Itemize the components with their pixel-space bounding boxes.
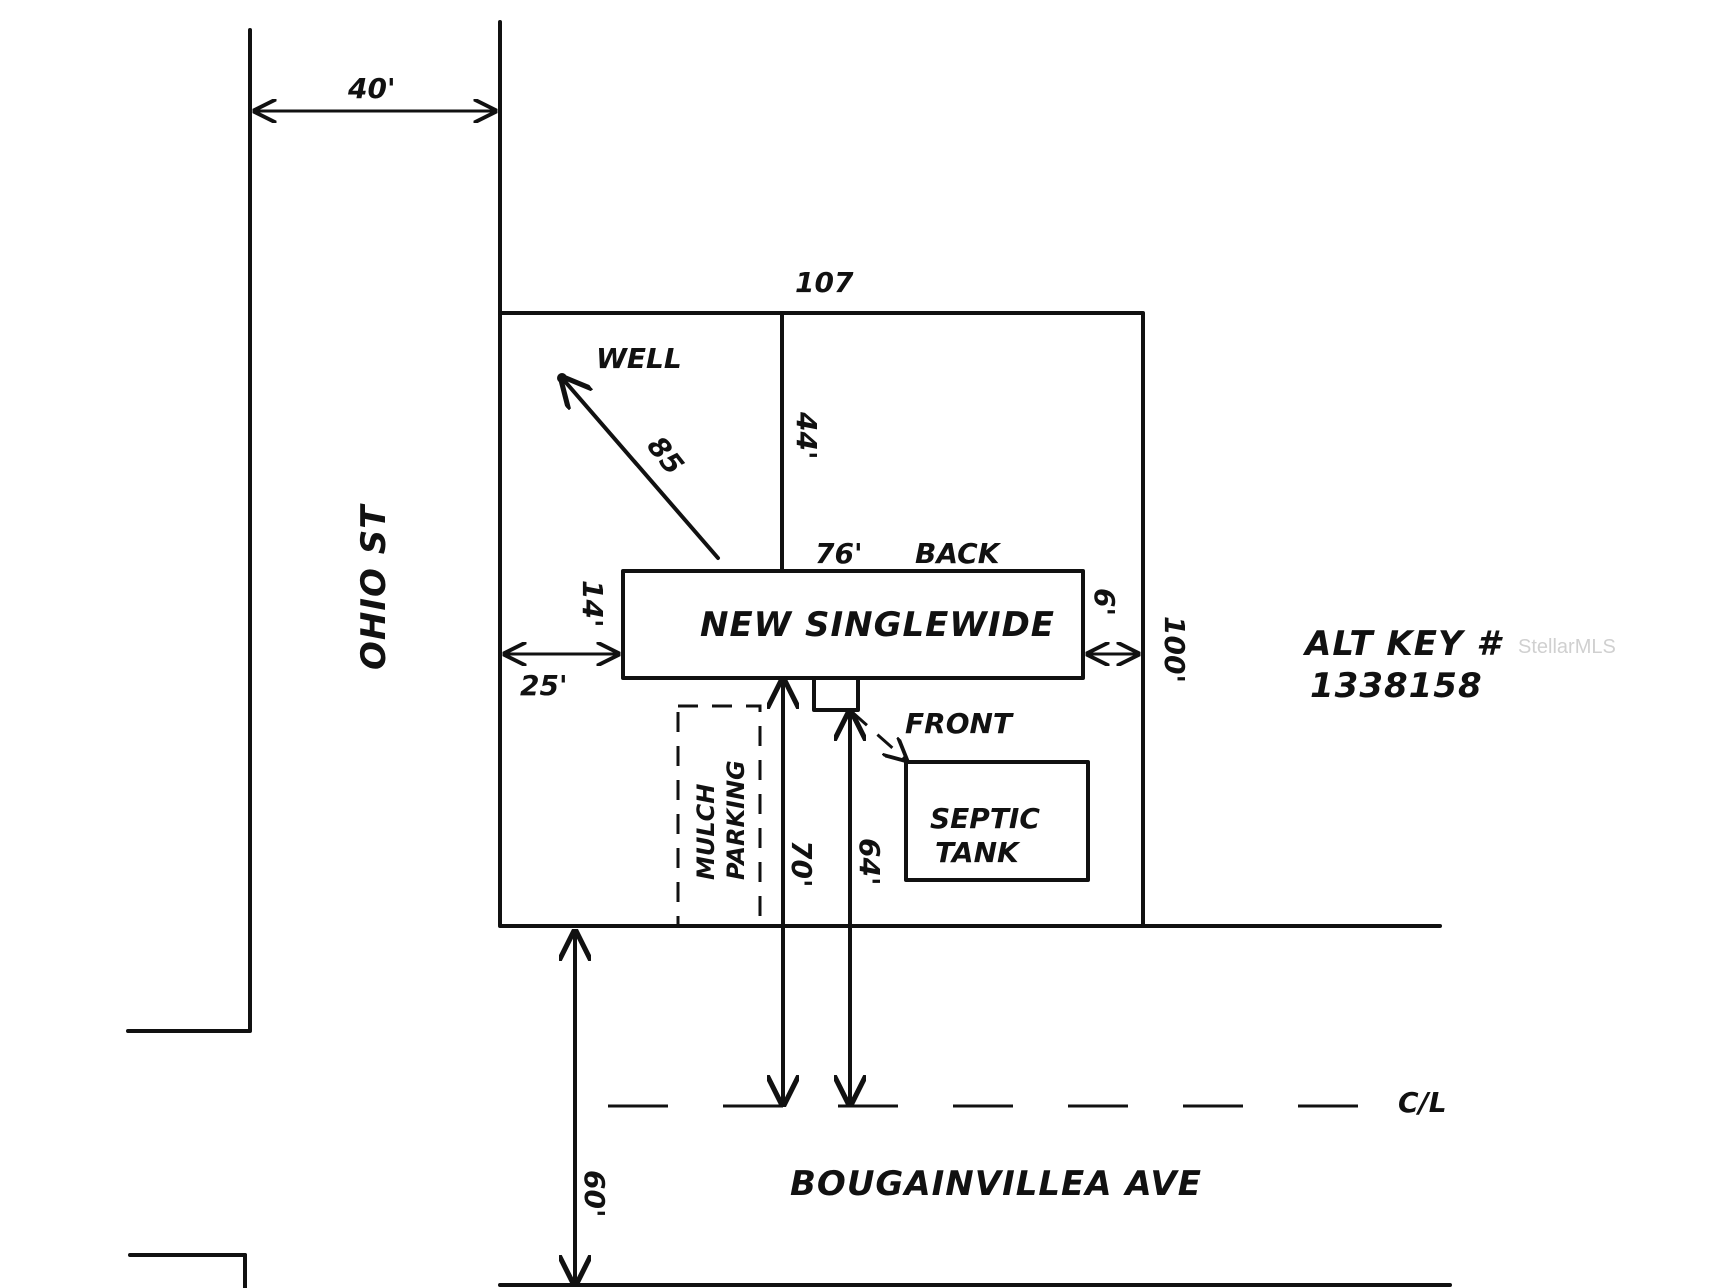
singlewide-home	[621, 569, 1085, 680]
well-point	[557, 373, 567, 383]
bougainvillea-ave-label: BOUGAINVILLEA AVE	[790, 1164, 1202, 1204]
lot-width-label: 107	[795, 266, 854, 299]
front-setback-porch-label: 64'	[853, 838, 886, 886]
home-length-label: 76'	[815, 537, 863, 570]
lot-depth-label: 100'	[1158, 616, 1191, 683]
home-width-label: 14'	[576, 580, 609, 628]
mulch-parking-label-2: PARKING	[722, 760, 750, 880]
singlewide-home-label: NEW SINGLEWIDE	[700, 605, 1055, 645]
left-setback-label: 25'	[520, 669, 568, 702]
right-setback-label-text: 6'	[1088, 588, 1121, 616]
front-label: FRONT	[905, 707, 1014, 740]
street-width-label: 60'	[578, 1170, 611, 1218]
centerline-label: C/L	[1398, 1086, 1447, 1119]
well-distance-label: 85	[640, 430, 690, 481]
ohio-st-label: OHIO ST	[354, 503, 394, 670]
septic-tank-label-1: SEPTIC	[930, 802, 1040, 835]
back-label: BACK	[915, 537, 1002, 570]
lot-boundary	[498, 311, 1145, 927]
well-distance-arrow	[562, 378, 720, 560]
mulch-parking-label-1: MULCH	[692, 784, 720, 880]
mulch-parking	[676, 704, 762, 928]
front-porch	[812, 676, 860, 712]
watermark: StellarMLS	[1518, 636, 1616, 658]
rear-setback-label: 44'	[790, 411, 823, 460]
front-setback-home-label: 70'	[785, 840, 818, 888]
alt-key-label: ALT KEY #	[1302, 624, 1503, 664]
ohio-width-label: 40'	[347, 72, 396, 105]
front-arrow	[851, 710, 906, 760]
well-label: WELL	[596, 342, 682, 375]
alt-key-value: 1338158	[1310, 666, 1483, 706]
septic-tank	[904, 760, 1090, 882]
septic-tank-label-2: TANK	[935, 836, 1021, 869]
